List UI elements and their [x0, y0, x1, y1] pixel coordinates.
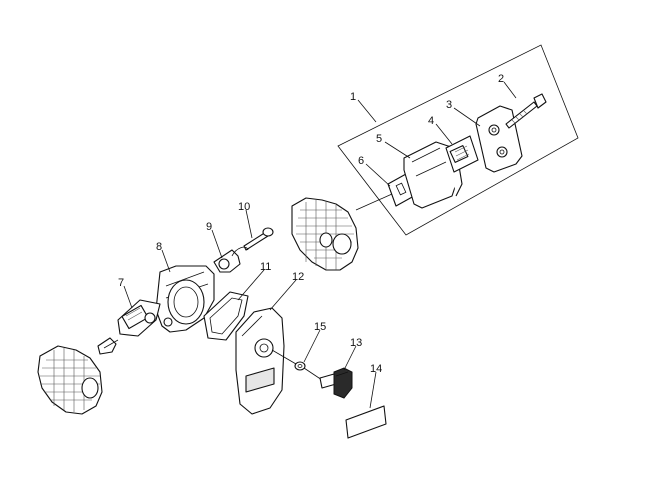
washer-part — [294, 361, 306, 371]
cover-to-washer-line — [271, 349, 297, 365]
throttle-linkage-part — [213, 246, 249, 273]
callout-6: 6 — [358, 155, 364, 167]
callout-10: 10 — [238, 201, 250, 213]
callout-12: 12 — [292, 271, 304, 283]
callout-13: 13 — [350, 337, 362, 349]
label-part — [345, 405, 387, 439]
callout-11: 11 — [260, 261, 271, 273]
washer-to-knob-line — [303, 367, 323, 381]
engine-cylinder-upper — [291, 197, 359, 271]
callout-leaders — [123, 81, 517, 409]
spark-arrestor-part — [445, 135, 479, 173]
callout-1: 1 — [350, 91, 356, 103]
air-filter-part — [203, 291, 249, 341]
knob-part — [319, 367, 353, 399]
carburetor-adapter-part — [117, 299, 161, 337]
callout-5: 5 — [376, 133, 382, 145]
bolt-part — [505, 93, 547, 129]
callout-8: 8 — [156, 241, 162, 253]
callout-4: 4 — [428, 115, 434, 127]
engine-cylinder-lower — [37, 345, 103, 415]
screw-part — [243, 227, 274, 251]
carburetor-spring — [97, 337, 119, 355]
callout-2: 2 — [498, 73, 504, 85]
callout-9: 9 — [206, 221, 212, 233]
muffler-cover-part — [475, 105, 523, 173]
callout-labels: 1 2 3 4 5 6 7 8 9 10 11 12 13 14 15 — [118, 73, 504, 375]
callout-15: 15 — [314, 321, 326, 333]
kit-outline-box — [337, 44, 579, 236]
callout-3: 3 — [446, 99, 452, 111]
callout-14: 14 — [370, 363, 382, 375]
air-filter-cover-part — [235, 307, 285, 415]
callout-7: 7 — [118, 277, 124, 289]
engine-to-muffler-line — [355, 193, 393, 211]
air-box-part — [155, 265, 215, 333]
